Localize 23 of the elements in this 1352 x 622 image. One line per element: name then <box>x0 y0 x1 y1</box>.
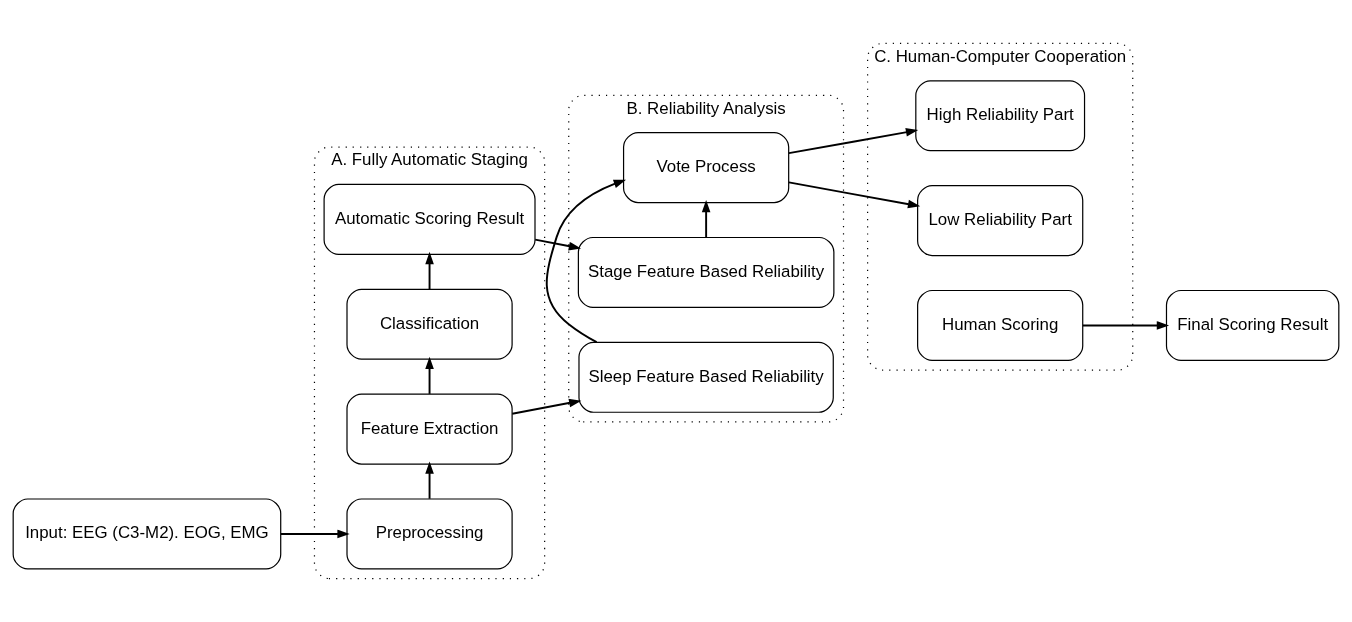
node-box: Automatic Scoring Result <box>323 183 536 255</box>
node-box: Feature Extraction <box>346 393 513 465</box>
node-box: Human Scoring <box>917 289 1084 361</box>
node-box: Final Scoring Result <box>1165 289 1340 361</box>
arrow <box>545 179 626 344</box>
node-box: Low Reliability Part <box>917 185 1084 257</box>
node-box: Preprocessing <box>346 498 513 570</box>
arrow <box>534 238 582 251</box>
arrow <box>511 398 582 415</box>
arrow <box>1081 321 1170 330</box>
node-box: Vote Process <box>622 132 790 204</box>
node-box: Input: EEG (C3-M2). EOG, EMG <box>12 498 282 570</box>
arrow <box>425 251 434 290</box>
node-box: Stage Feature Based Reliability <box>577 236 835 308</box>
node-box: High Reliability Part <box>915 80 1086 152</box>
arrow <box>788 128 919 155</box>
node-box: Classification <box>346 288 513 360</box>
arrow <box>425 461 434 500</box>
arrow <box>279 529 350 539</box>
arrow <box>701 200 711 239</box>
node-box: Sleep Feature Based Reliability <box>578 341 834 413</box>
arrow <box>425 356 434 395</box>
arrow <box>788 181 921 209</box>
